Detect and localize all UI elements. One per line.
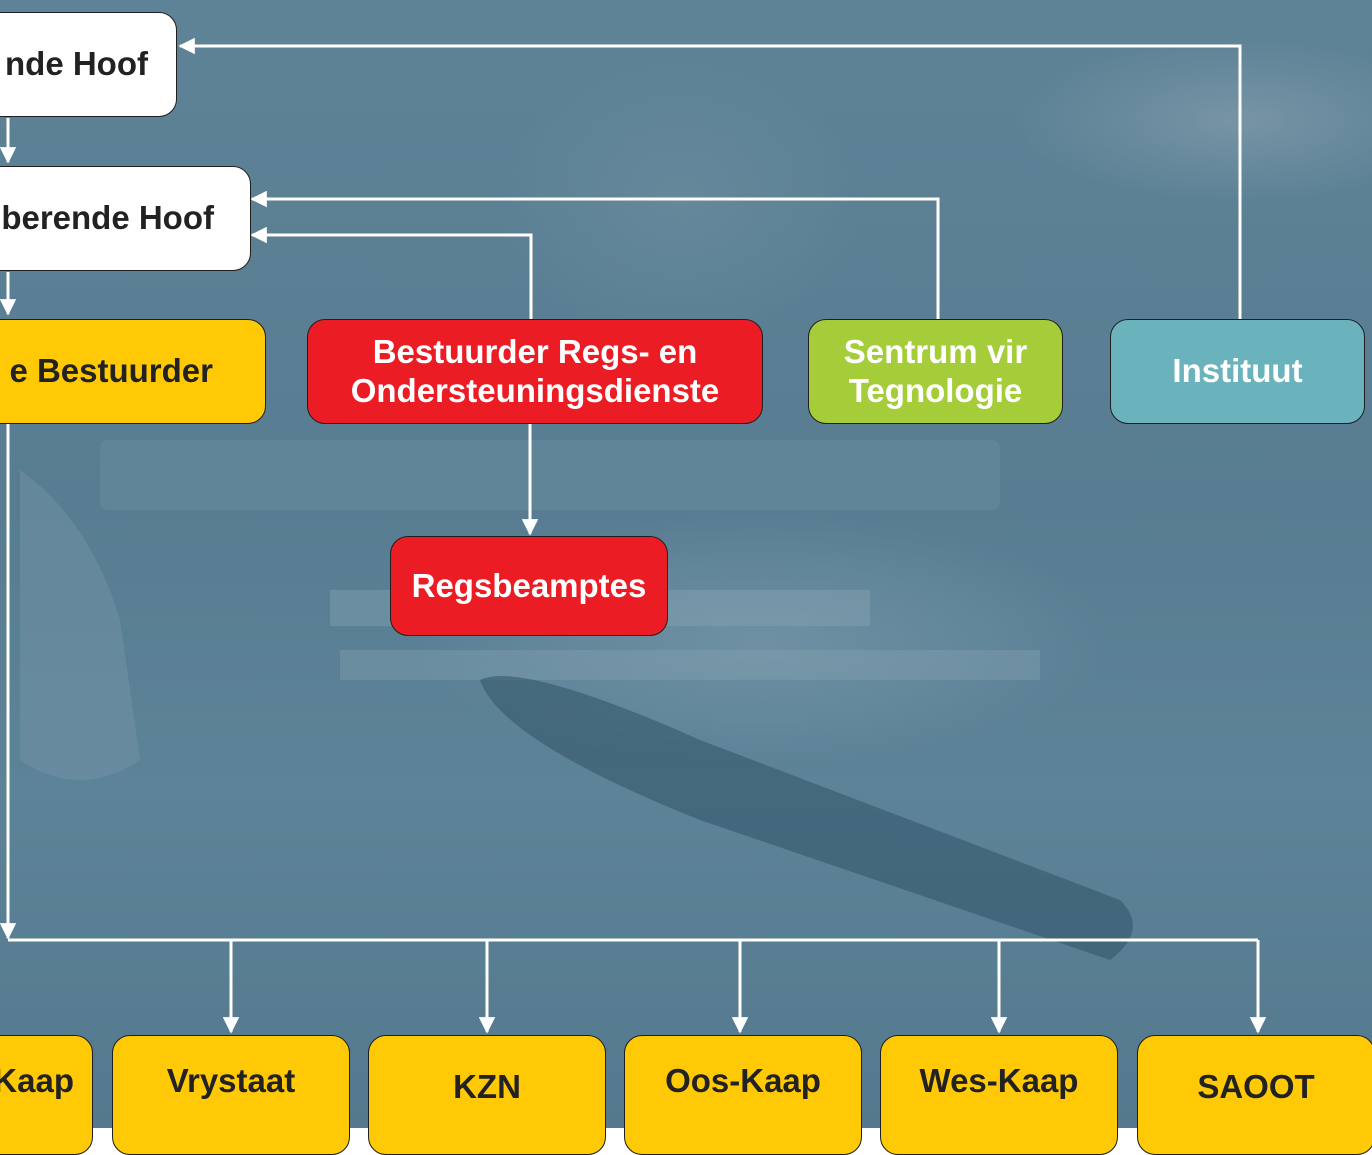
node-region-wes-kaap: Wes-Kaap xyxy=(880,1035,1118,1155)
node-deputy-head-label: berende Hoof xyxy=(1,199,214,237)
node-head-label: nde Hoof xyxy=(5,45,148,83)
node-region-oos-kaap: Oos-Kaap xyxy=(624,1035,862,1155)
node-region-kaap-label: Kaap xyxy=(0,1062,74,1099)
node-region-kzn: KZN xyxy=(368,1035,606,1155)
node-institute: Instituut xyxy=(1110,319,1365,424)
node-region-kzn-label: KZN xyxy=(453,1068,521,1105)
node-head: nde Hoof xyxy=(0,12,177,117)
node-director-left-label: e Bestuurder xyxy=(9,352,213,390)
node-legal-officers-label: Regsbeamptes xyxy=(411,566,647,604)
arrow-tech-to-deputy xyxy=(250,190,940,320)
node-deputy-head: berende Hoof xyxy=(0,166,251,271)
arrow-legal-to-deputy xyxy=(250,226,533,320)
node-region-saoot-label: SAOOT xyxy=(1197,1068,1315,1105)
node-region-vrystaat-label: Vrystaat xyxy=(166,1062,296,1099)
node-director-legal-label: Bestuurder Regs- en Ondersteuningsdienst… xyxy=(350,332,720,409)
node-institute-label: Instituut xyxy=(1172,352,1303,390)
arrow-institute-to-head xyxy=(178,37,1242,320)
node-director-left: e Bestuurder xyxy=(0,319,266,424)
node-director-legal: Bestuurder Regs- en Ondersteuningsdienst… xyxy=(307,319,763,424)
node-legal-officers: Regsbeamptes xyxy=(390,536,668,636)
node-region-oos-kaap-label: Oos-Kaap xyxy=(665,1062,821,1099)
connector-lines xyxy=(0,37,1267,1034)
node-tech-centre: Sentrum vir Tegnologie xyxy=(808,319,1063,424)
node-region-vrystaat: Vrystaat xyxy=(112,1035,350,1155)
node-region-kaap: Kaap xyxy=(0,1035,93,1155)
node-region-saoot: SAOOT xyxy=(1137,1035,1372,1155)
node-tech-centre-label: Sentrum vir Tegnologie xyxy=(843,332,1028,409)
node-region-wes-kaap-label: Wes-Kaap xyxy=(919,1062,1079,1099)
